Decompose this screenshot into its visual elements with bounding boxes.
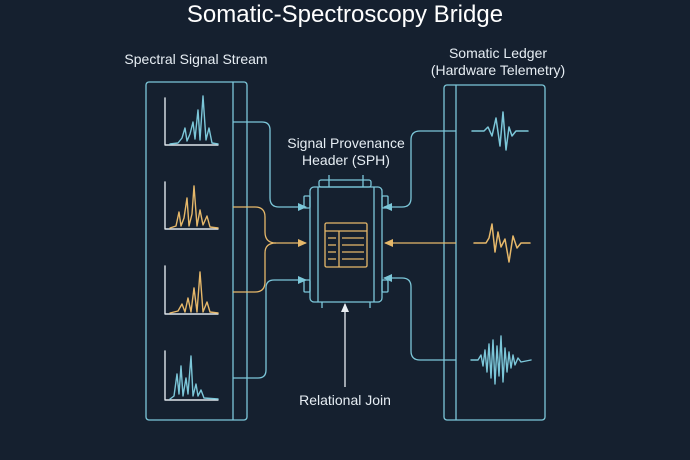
waveform-icon: [471, 111, 529, 151]
somatic-ledger-label: Somatic Ledger (Hardware Telemetry): [398, 45, 598, 79]
document-table-icon: [324, 222, 368, 268]
left-arrow-4: [233, 276, 307, 379]
right-arrow-3: [383, 274, 456, 361]
sph-device: [303, 175, 389, 308]
right-connectors: [383, 130, 456, 361]
relational-join-label: Relational Join: [299, 392, 391, 408]
left-connectors: [233, 121, 307, 379]
somatic-ledger-label-line2: (Hardware Telemetry): [430, 62, 566, 78]
diagram-title: Somatic-Spectroscopy Bridge: [186, 1, 504, 28]
somatic-ledger-label-line1: Somatic Ledger: [448, 45, 548, 61]
left-arrow-2: [233, 206, 307, 247]
right-arrow-1: [383, 130, 456, 211]
spectral-stream-panel: [145, 81, 248, 421]
left-arrow-1: [233, 121, 307, 211]
somatic-ledger-panel: [443, 84, 546, 421]
sph-label-line2: Header (SPH): [302, 152, 390, 168]
left-arrow-3: [233, 242, 277, 293]
spectral-stream-label: Spectral Signal Stream: [124, 51, 268, 67]
spectrum-peaks-icon: [164, 95, 219, 146]
spectrum-peaks-icon: [164, 181, 219, 230]
waveform-icon: [473, 223, 531, 263]
spectrum-peaks-icon: [164, 265, 219, 315]
spectrum-peaks-icon: [164, 350, 219, 401]
sph-label: Signal Provenance Header (SPH): [246, 135, 446, 169]
sph-label-line1: Signal Provenance: [287, 135, 405, 151]
waveform-icon: [470, 335, 532, 385]
